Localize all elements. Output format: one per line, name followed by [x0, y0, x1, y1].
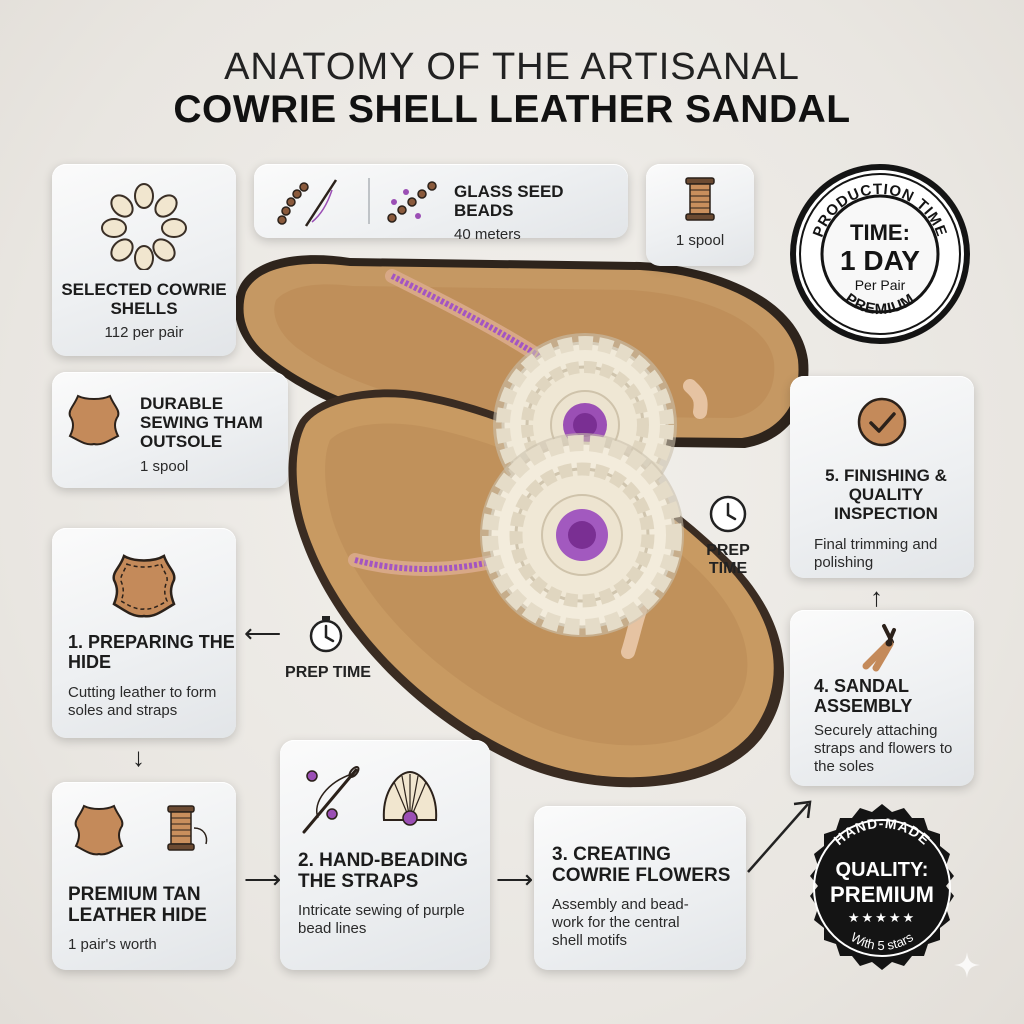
- arrow-diagonal-step4: [747, 800, 812, 873]
- cowrie-flower-bottom: [480, 433, 684, 637]
- step5-detail: Final trimming and polishing: [814, 536, 938, 571]
- outsole-title: DURABLE SEWING THAM OUTSOLE: [140, 394, 263, 452]
- production-time-badge: PRODUCTION TIME PREMIUM TIME: 1 DAY Per …: [790, 164, 970, 344]
- svg-text:With 5 stars: With 5 stars: [848, 929, 916, 953]
- step-card-3: 3. CREATING COWRIE FLOWERS Assembly and …: [534, 806, 746, 970]
- cowrie-ring-icon: [101, 183, 187, 270]
- title-line-2: COWRIE SHELL LEATHER SANDAL: [173, 88, 851, 131]
- production-value: 1 DAY: [840, 245, 920, 276]
- beading-needle-icon: [277, 179, 338, 227]
- beads-detail: 40 meters: [454, 226, 521, 243]
- cowrie-title: SELECTED COWRIE SHELLS: [61, 280, 227, 319]
- material-card-cowrie: SELECTED COWRIE SHELLS 112 per pair: [52, 164, 236, 356]
- step-card-4: 4. SANDAL ASSEMBLY Securely attaching st…: [790, 610, 974, 786]
- prep-time-label-left: PREP TIME: [285, 664, 371, 681]
- material-card-outsole: DURABLE SEWING THAM OUTSOLE 1 spool: [52, 372, 288, 488]
- thread-detail: 1 spool: [675, 232, 725, 249]
- step3-title: 3. CREATING COWRIE FLOWERS: [552, 844, 731, 887]
- arrow-up-step5: ↑: [870, 582, 883, 612]
- leather-title: PREMIUM TAN LEATHER HIDE: [68, 884, 207, 927]
- step1-detail: Cutting leather to form soles and straps: [68, 684, 217, 719]
- arrow-right-step3: ⟶: [496, 864, 534, 894]
- step3-detail: Assembly and bead-work for the central s…: [552, 896, 689, 949]
- material-card-thread: 1 spool: [646, 164, 754, 266]
- clock-icon: [709, 495, 747, 533]
- leather-detail: 1 pair's worth: [68, 936, 157, 953]
- check-circle-icon: [857, 397, 907, 447]
- arrow-left-prep: ⟵: [244, 618, 282, 648]
- step4-title: 4. SANDAL ASSEMBLY: [814, 676, 913, 717]
- sparkle-icon: [954, 952, 980, 978]
- step-card-5: 5. FINISHING & QUALITY INSPECTION Final …: [790, 376, 974, 578]
- production-label: TIME:: [850, 220, 910, 245]
- quality-label: QUALITY:: [836, 859, 929, 881]
- material-card-leather: PREMIUM TAN LEATHER HIDE 1 pair's worth: [52, 782, 236, 970]
- leather-hide-icon: [68, 394, 120, 446]
- step-card-2: 2. HAND-BEADING THE STRAPS Intricate sew…: [280, 740, 490, 970]
- pliers-icon: [862, 624, 896, 672]
- step2-detail: Intricate sewing of purple bead lines: [298, 902, 465, 937]
- cowrie-detail: 112 per pair: [104, 324, 184, 341]
- arrow-down-step1: ↓: [132, 742, 145, 772]
- quality-arc-bottom: With 5 stars: [848, 929, 916, 953]
- prep-time-label-right: PREP TIME: [706, 542, 750, 578]
- step2-title: 2. HAND-BEADING THE STRAPS: [298, 850, 468, 893]
- card-divider: [368, 178, 370, 224]
- beads-title: GLASS SEED BEADS: [454, 182, 564, 221]
- outsole-detail: 1 spool: [140, 458, 189, 475]
- quality-stars: ★★★★★: [848, 911, 916, 926]
- step4-detail: Securely attaching straps and flowers to…: [814, 722, 953, 775]
- stopwatch-icon: [309, 616, 343, 653]
- step-card-1: 1. PREPARING THE HIDE Cutting leather to…: [52, 528, 236, 738]
- production-unit: Per Pair: [855, 277, 906, 293]
- material-card-beads: GLASS SEED BEADS 40 meters: [254, 164, 628, 243]
- bead-string-icon: [387, 181, 437, 223]
- needle-and-shell-icon: [302, 766, 438, 834]
- leather-and-thread-icon: [74, 804, 208, 856]
- title-line-1: ANATOMY OF THE ARTISANAL: [224, 46, 800, 88]
- thread-spool-icon: [685, 177, 715, 221]
- quality-badge: HAND-MADE With 5 stars QUALITY: PREMIUM …: [810, 804, 954, 970]
- step1-title: 1. PREPARING THE HIDE: [68, 632, 235, 673]
- step5-title: 5. FINISHING & QUALITY INSPECTION: [825, 466, 947, 524]
- quality-value: PREMIUM: [830, 882, 934, 907]
- arrow-right-step2: ⟶: [244, 864, 282, 894]
- stitched-hide-icon: [112, 554, 176, 618]
